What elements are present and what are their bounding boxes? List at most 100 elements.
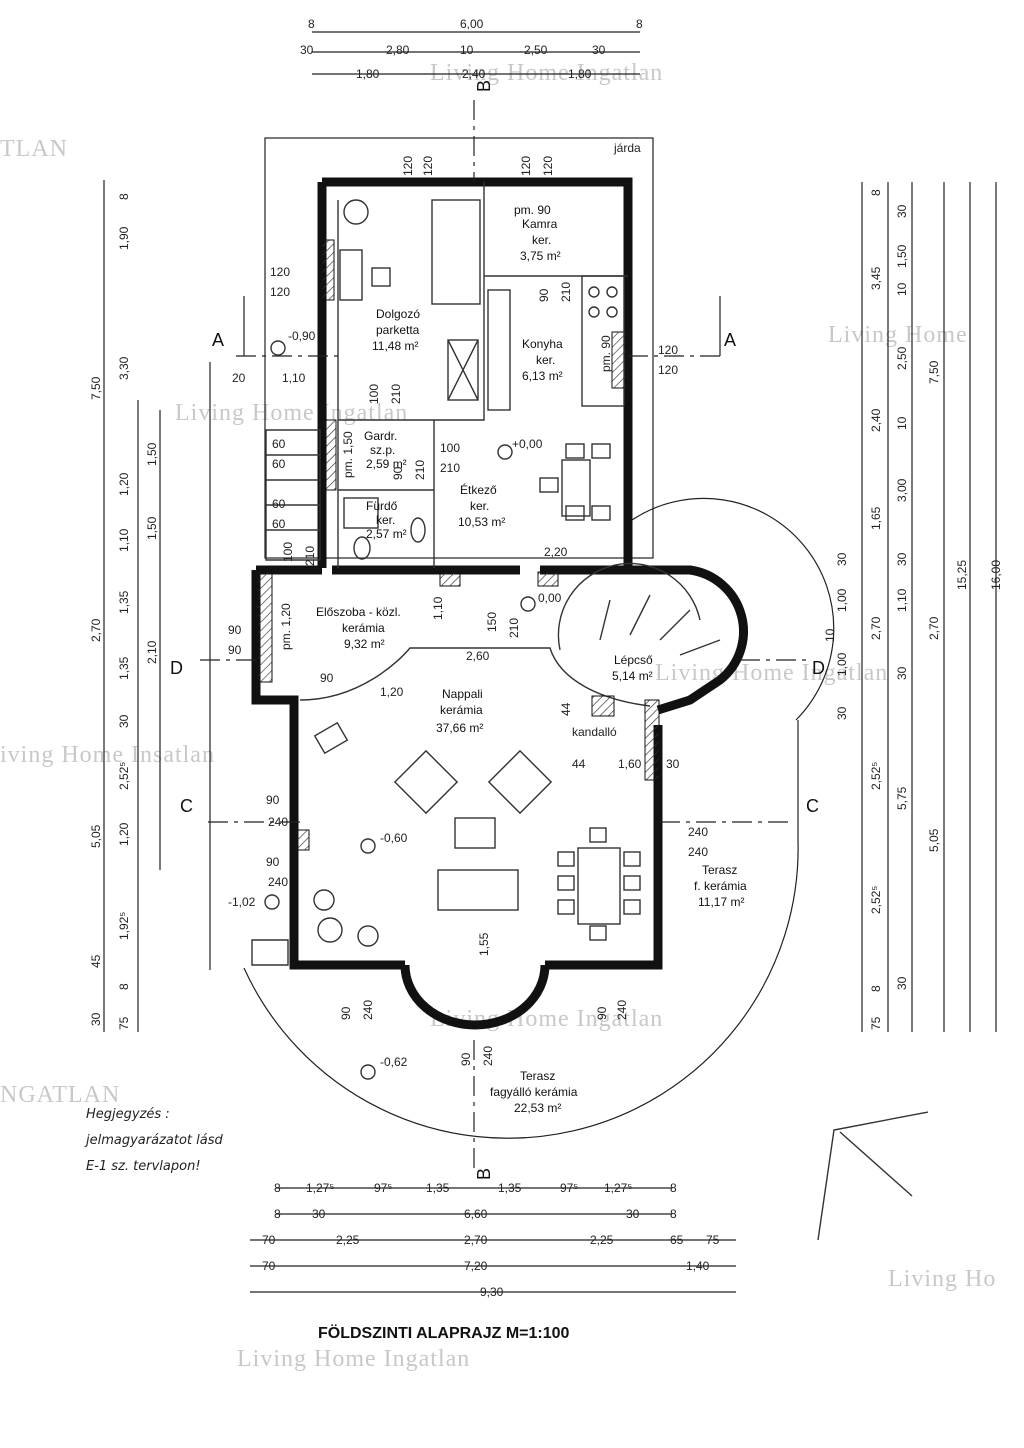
dim: 2,40 bbox=[462, 67, 486, 81]
room-floor: kerámia bbox=[440, 703, 483, 717]
section-label-c: C bbox=[806, 796, 819, 816]
dim: 30 bbox=[895, 666, 909, 680]
room-area: 5,14 m² bbox=[612, 669, 653, 683]
dim: 8 bbox=[670, 1181, 677, 1195]
opening-dimensions: 120 120 120 120 120 120 120 120 90 210 1… bbox=[228, 156, 708, 1066]
dim: 2,70 bbox=[869, 616, 883, 640]
dim: 7,20 bbox=[464, 1259, 488, 1273]
dim: 70 bbox=[262, 1233, 276, 1247]
watermark-bottom: Living Home Ingatlan bbox=[237, 1346, 470, 1372]
opening-dim: 1,20 bbox=[380, 685, 404, 699]
section-label-c: C bbox=[180, 796, 193, 816]
opening-dim: 90 bbox=[595, 1006, 609, 1020]
note-line: E-1 sz. tervlapon! bbox=[86, 1159, 201, 1174]
level: -0,90 bbox=[288, 329, 316, 343]
right-dimensions: 8 3,45 2,40 1,65 30 1,00 10 1,00 30 2,52… bbox=[823, 189, 1003, 1030]
dim: 30 bbox=[835, 552, 849, 566]
watermark-mid: Living Home Ingatlan bbox=[175, 400, 408, 426]
dim: 7,50 bbox=[89, 376, 103, 400]
dim: 97⁵ bbox=[374, 1181, 392, 1195]
dim: 6,60 bbox=[464, 1207, 488, 1221]
dim: 2,52⁵ bbox=[117, 762, 131, 790]
level-markers bbox=[264, 340, 536, 1080]
dim: 8 bbox=[670, 1207, 677, 1221]
dim: 1,10 bbox=[895, 588, 909, 612]
room-name-kamra: Kamra bbox=[522, 217, 558, 231]
dim: 16,00 bbox=[989, 560, 1003, 590]
room-name-etkezo: Étkező bbox=[460, 482, 497, 497]
north-arrow bbox=[817, 1111, 929, 1241]
opening-dim: 90 bbox=[266, 855, 280, 869]
room-floor: fagyálló kerámia bbox=[490, 1085, 578, 1099]
opening-dim: 210 bbox=[303, 546, 317, 566]
dim: 1,35 bbox=[426, 1181, 450, 1195]
dim: 5,05 bbox=[89, 824, 103, 848]
dim: 6,00 bbox=[460, 17, 484, 31]
dim: 1,00 bbox=[835, 652, 849, 676]
room-name-terasz: Terasz bbox=[702, 863, 737, 877]
dim: 8 bbox=[308, 17, 315, 31]
dim: 30 bbox=[626, 1207, 640, 1221]
dim: 10 bbox=[823, 628, 837, 642]
dim: 5,05 bbox=[927, 828, 941, 852]
dim: 1,80 bbox=[356, 67, 380, 81]
room-name-eloszoba: Előszoba - közl. bbox=[316, 605, 401, 619]
dim: 1,90 bbox=[117, 226, 131, 250]
dim: 2,50 bbox=[524, 43, 548, 57]
dim: 1,50 bbox=[145, 516, 159, 540]
opening-dim: 240 bbox=[268, 875, 288, 889]
opening-dim: 20 bbox=[232, 371, 246, 385]
room-floor: ker. bbox=[532, 233, 551, 247]
level: 0,00 bbox=[538, 591, 562, 605]
dim: 75 bbox=[706, 1233, 720, 1247]
dim: 30 bbox=[312, 1207, 326, 1221]
opening-dim: 1,55 bbox=[477, 932, 491, 956]
opening-dim: 120 bbox=[270, 265, 290, 279]
section-label-a: A bbox=[724, 330, 736, 350]
room-name-furdo: Fürdő bbox=[366, 499, 398, 513]
dim: 30 bbox=[895, 976, 909, 990]
furniture bbox=[313, 199, 641, 947]
dim: 30 bbox=[835, 706, 849, 720]
plan-title: FÖLDSZINTI ALAPRAJZ M=1:100 bbox=[318, 1323, 570, 1342]
room-area: 11,17 m² bbox=[698, 895, 744, 909]
dim: 1,20 bbox=[117, 822, 131, 846]
opening-dim: 90 bbox=[266, 793, 280, 807]
dim: 1,92⁵ bbox=[117, 912, 131, 940]
opening-dim: 90 bbox=[339, 1006, 353, 1020]
room-floor: ker. bbox=[470, 499, 489, 513]
opening-dim: 120 bbox=[421, 156, 435, 176]
section-label-d: D bbox=[812, 658, 825, 678]
room-floor: kerámia bbox=[342, 621, 385, 635]
level: -0,60 bbox=[380, 831, 408, 845]
dim: 2,80 bbox=[386, 43, 410, 57]
dim: 9,30 bbox=[480, 1285, 504, 1299]
opening-dim: 44 bbox=[572, 757, 586, 771]
opening-dim: pm. 90 bbox=[599, 335, 613, 372]
dim: 8 bbox=[869, 985, 883, 992]
opening-dim: 240 bbox=[688, 845, 708, 859]
watermark-right-low: Living Ho bbox=[888, 1266, 996, 1292]
dim: 8 bbox=[274, 1207, 281, 1221]
watermark-right-mid: Living Home Ingatlan bbox=[655, 660, 888, 686]
opening-dim: 1,60 bbox=[618, 757, 642, 771]
dim: 2,70 bbox=[89, 618, 103, 642]
room-area: 10,53 m² bbox=[458, 515, 505, 529]
dim: 2,40 bbox=[869, 408, 883, 432]
opening-dim: pm. 1,50 bbox=[341, 431, 355, 478]
opening-dim: 210 bbox=[413, 460, 427, 480]
dim: 30 bbox=[117, 714, 131, 728]
opening-dim: pm. 1,20 bbox=[279, 603, 293, 650]
opening-dim: 100 bbox=[367, 384, 381, 404]
opening-dim: 240 bbox=[688, 825, 708, 839]
section-labels: A A B B C C D D bbox=[170, 80, 825, 1180]
hatched-blocks bbox=[257, 239, 660, 851]
dim: 8 bbox=[274, 1181, 281, 1195]
opening-dim: 90 bbox=[459, 1052, 473, 1066]
opening-dim: 90 bbox=[320, 671, 334, 685]
dim: 75 bbox=[117, 1016, 131, 1030]
watermark-left-top: TLAN bbox=[0, 136, 68, 162]
room-name-konyha: Konyha bbox=[522, 337, 563, 351]
left-dimensions: 8 1,90 7,50 3,30 2,70 5,05 1,92⁵ 45 8 30… bbox=[89, 193, 159, 1030]
dim: 8 bbox=[636, 17, 643, 31]
